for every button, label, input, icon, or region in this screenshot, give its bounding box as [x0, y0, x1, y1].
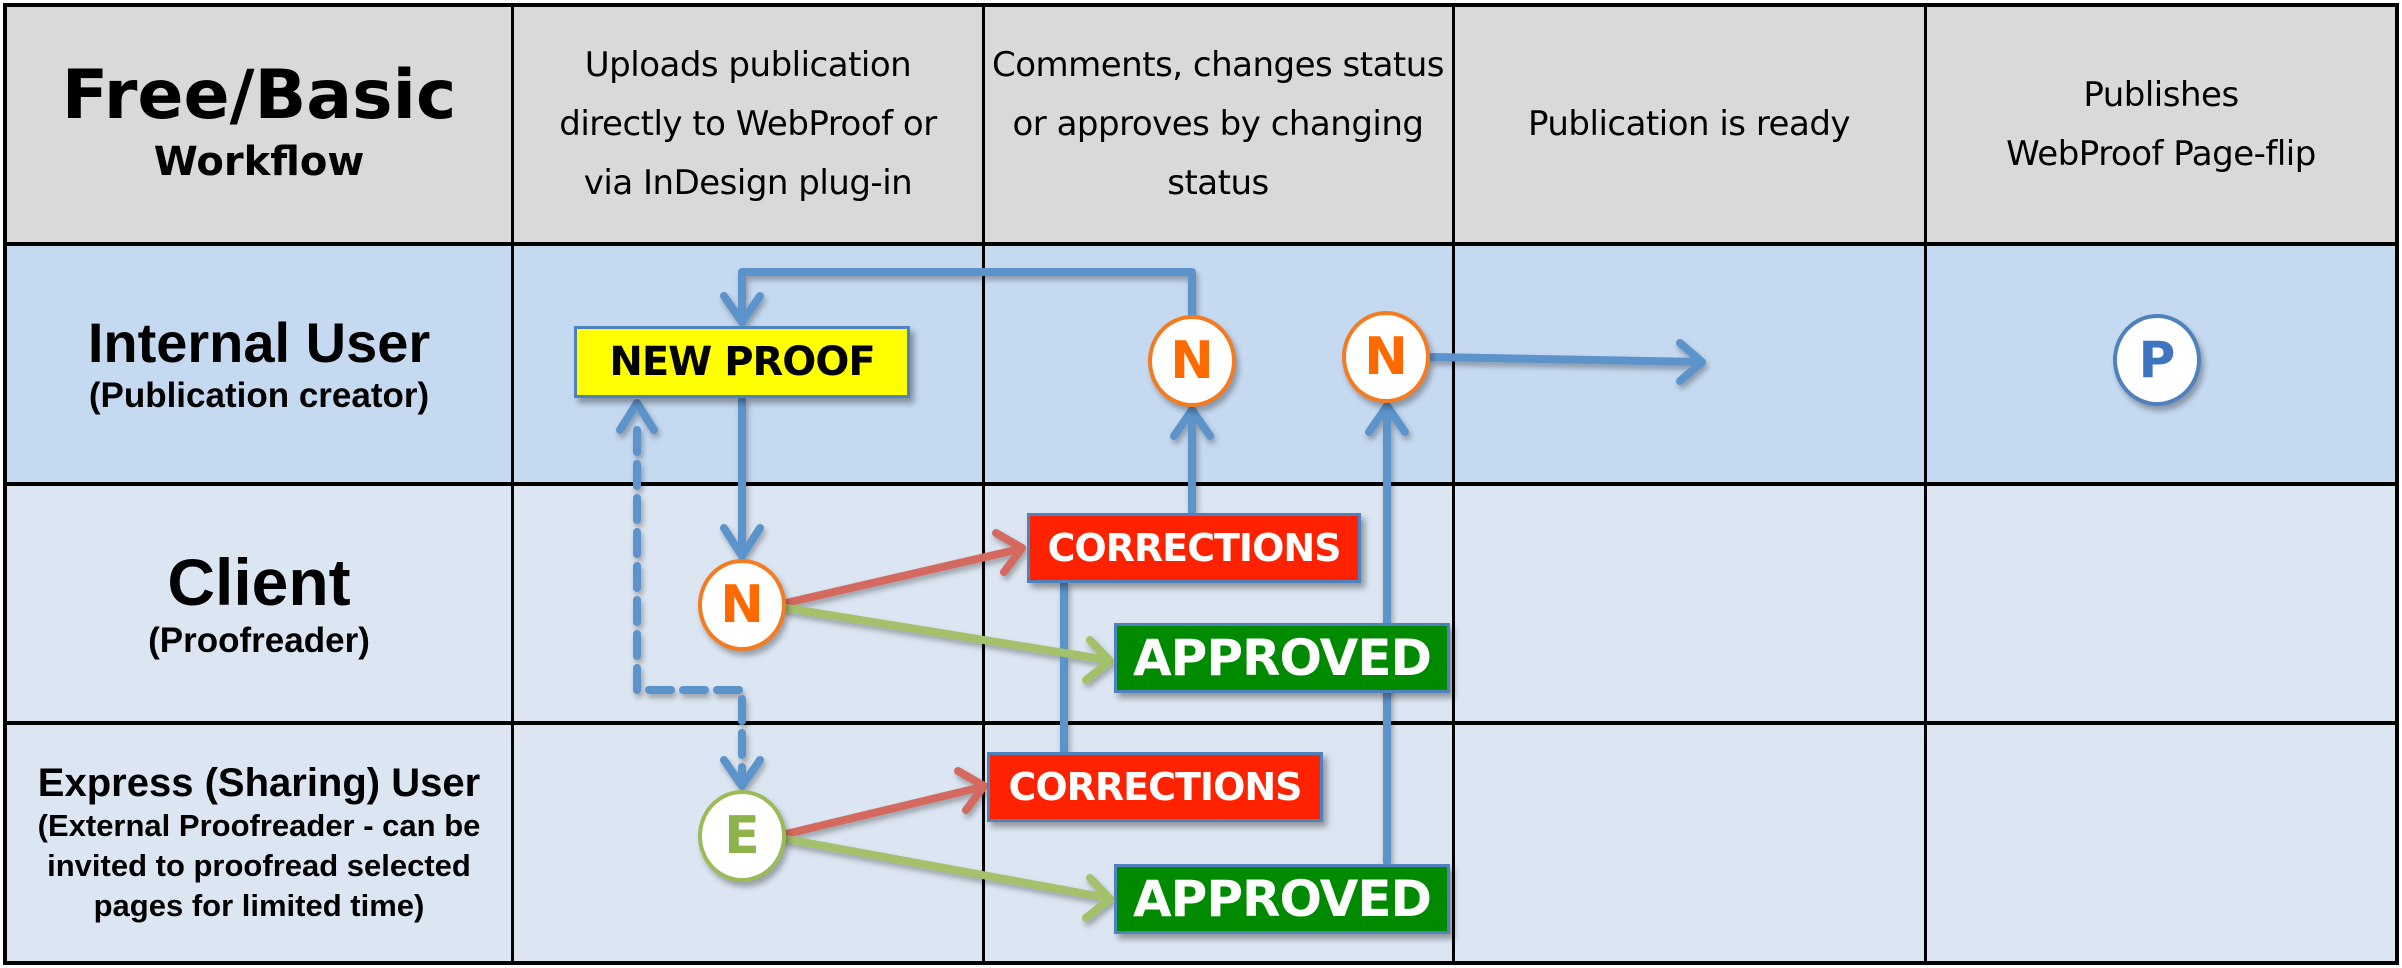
client-approved-box: APPROVED [1114, 623, 1450, 693]
column-header-ready: Publication is ready [1453, 5, 1925, 244]
arrowhead-icon [720, 292, 764, 326]
column-divider [1924, 3, 1927, 965]
role-description: (Publication creator) [88, 376, 430, 416]
column-header-label: Publication is ready [1527, 104, 1851, 144]
lane-cell [1453, 484, 1925, 723]
workflow-subtitle: Workflow [153, 138, 365, 185]
column-divider [1452, 3, 1455, 965]
table-border-right [2395, 3, 2399, 965]
column-divider [511, 3, 514, 965]
client-corrections-box: CORRECTIONS [1027, 513, 1361, 583]
express-corrections-arrow [782, 783, 986, 838]
role-description: (Proofreader) [148, 621, 370, 661]
arrowhead-icon [954, 767, 988, 814]
column-header-upload: Uploads publication directly to WebProof… [513, 5, 983, 244]
column-header-label: Uploads publication directly to WebProof… [559, 45, 937, 203]
table-border-left [3, 3, 7, 965]
arrowhead-icon [720, 756, 764, 790]
column-header-publish: Publishes WebProof Page-flip [1925, 5, 2397, 244]
row-divider [3, 721, 2399, 725]
column-header-label: Publishes WebProof Page-flip [2006, 74, 2316, 174]
express-invite-connector [633, 426, 746, 790]
arrowhead-icon [1082, 874, 1114, 922]
row-header-client: Client (Proofreader) [5, 484, 513, 723]
lane-cell [1925, 484, 2397, 723]
new-proof-box: NEW PROOF [574, 326, 910, 398]
role-name: Client [167, 544, 351, 619]
arrowhead-icon [1082, 636, 1114, 684]
table-border-bottom [3, 961, 2399, 965]
role-name: Express (Sharing) User [37, 760, 481, 805]
column-header-review: Comments, changes status or approves by … [983, 5, 1453, 244]
status-published-icon: P [2113, 314, 2201, 406]
express-corrections-box: CORRECTIONS [987, 752, 1323, 822]
arrowhead-icon [616, 399, 658, 434]
lane-cell [1453, 723, 1925, 963]
return-to-new-proof-connector [738, 268, 1196, 326]
row-header-internal-user: Internal User (Publication creator) [5, 244, 513, 484]
status-new-client-icon: N [698, 559, 786, 651]
status-new-approved-icon: N [1342, 311, 1430, 403]
workflow-title: Free/Basic [61, 56, 457, 136]
arrowhead-icon [1365, 402, 1409, 436]
row-header-express-user: Express (Sharing) User (External Proofre… [5, 723, 513, 963]
express-approved-arrow [782, 835, 1112, 902]
lane-cell [1925, 723, 2397, 963]
role-name: Internal User [87, 310, 431, 374]
status-to-ready-connector [1428, 353, 1704, 366]
arrowhead-icon [1170, 406, 1214, 440]
status-new-returned-icon: N [1148, 315, 1236, 407]
arrowhead-icon [720, 524, 764, 560]
status-express-icon: E [698, 790, 786, 882]
row-divider [3, 482, 2399, 486]
arrowhead-icon [1676, 339, 1706, 385]
client-corrections-arrow [782, 545, 1024, 607]
column-header-label: Comments, changes status or approves by … [991, 45, 1445, 203]
arrowhead-icon [992, 529, 1026, 576]
column-divider [982, 3, 985, 965]
table-corner-title: Free/Basic Workflow [5, 5, 513, 244]
role-description: (External Proofreader - can be invited t… [37, 807, 481, 924]
table-border-top [3, 3, 2399, 7]
row-divider [3, 242, 2399, 246]
express-approved-box: APPROVED [1114, 864, 1450, 934]
client-approved-arrow [782, 604, 1112, 664]
